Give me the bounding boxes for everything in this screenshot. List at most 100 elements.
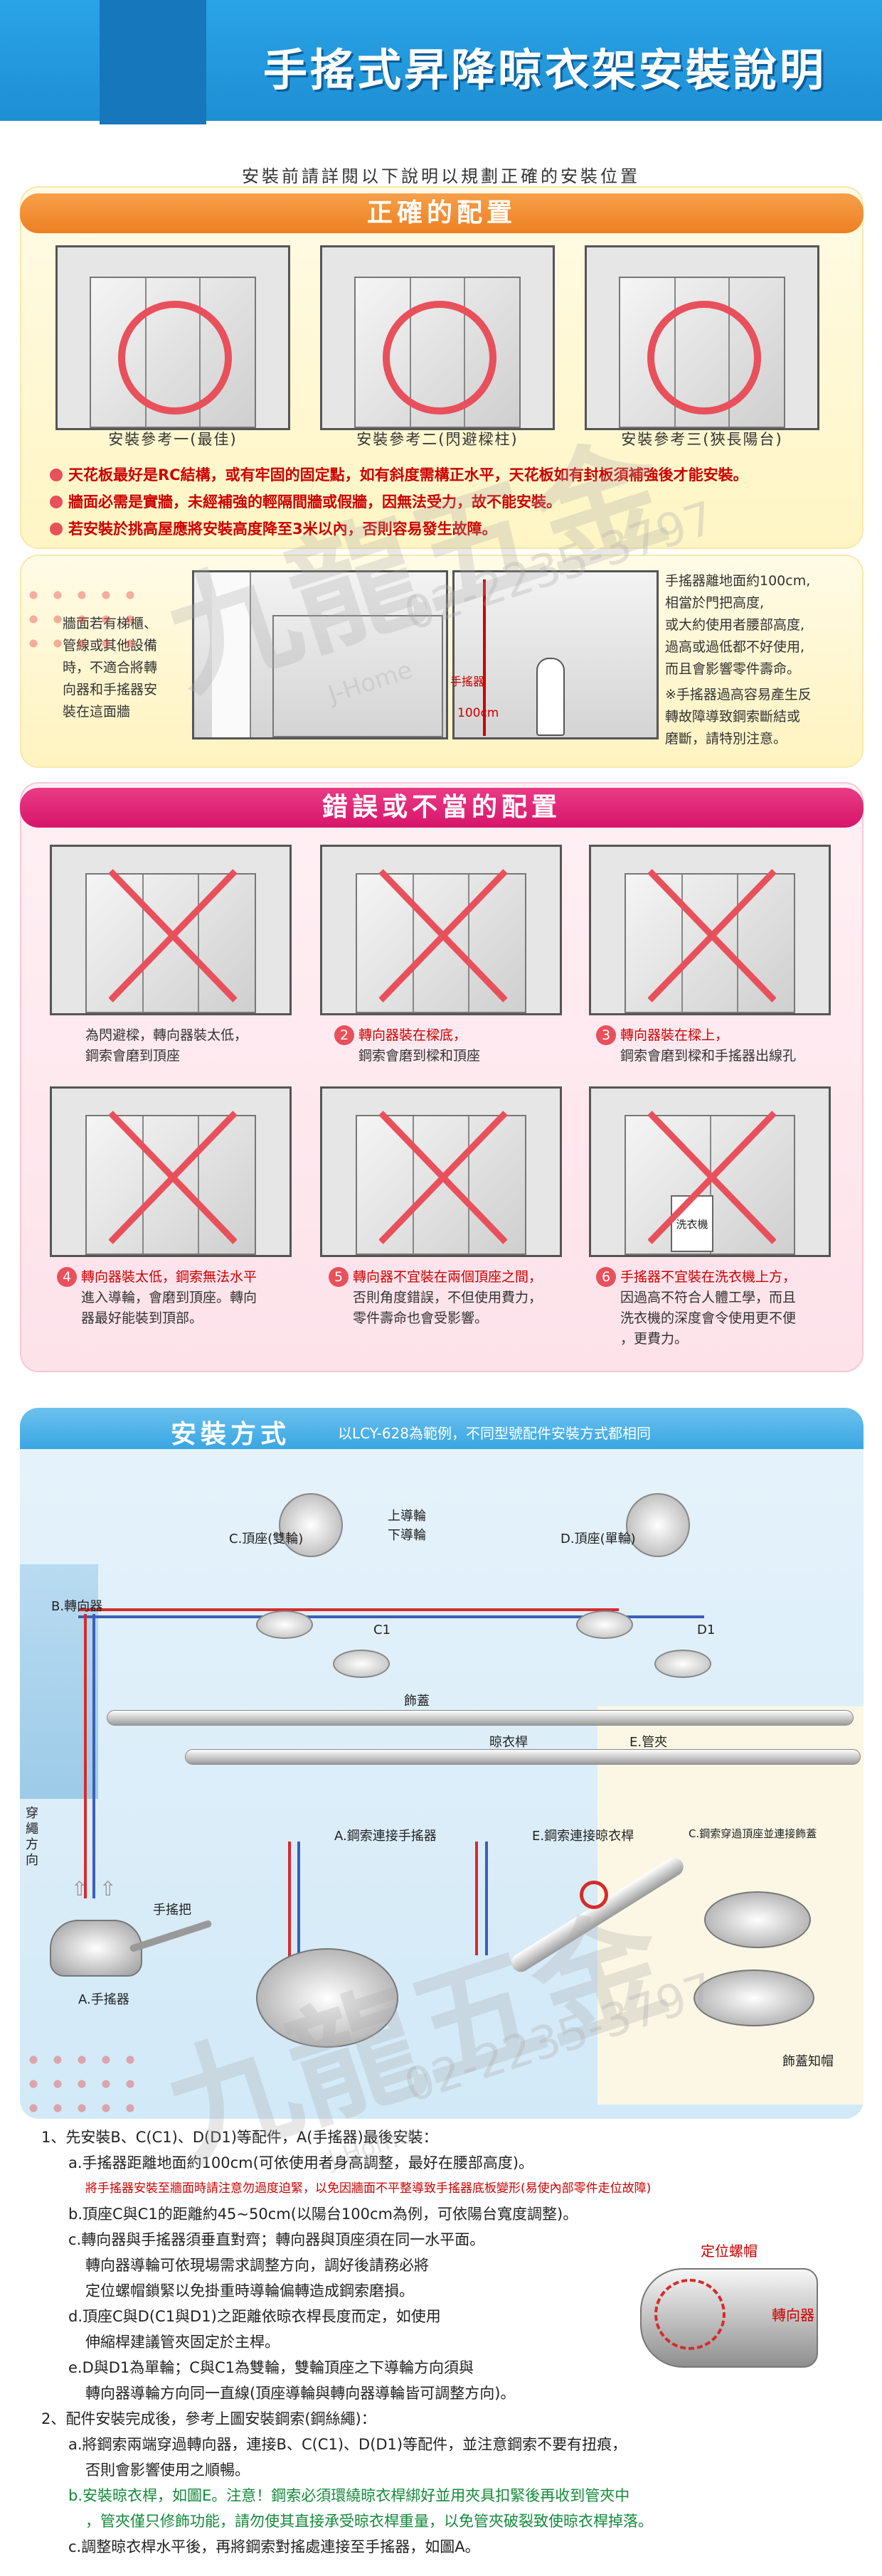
install-step-line: b.頂座C與C1的距離約45~50cm(以陽台100cm為例，可依陽台寬度調整)… xyxy=(68,2206,578,2223)
correct-section-header: 正確的配置 xyxy=(20,193,864,233)
person-figure xyxy=(536,658,565,736)
crank-unit xyxy=(50,1920,142,1977)
install-step-line: 轉向器導輪方向同一直線(頂座導輪與轉向器導輪皆可調整方向)。 xyxy=(85,2385,516,2402)
arrow-up-icon: ⇧ xyxy=(100,1877,117,1901)
cable-red xyxy=(78,1608,619,1611)
label-locate-screw: 定位螺帽 xyxy=(701,2243,758,2260)
ok-circle-icon xyxy=(647,301,761,415)
wrong-x-icon xyxy=(648,1110,776,1245)
cap-closeup-top xyxy=(704,1891,811,1948)
drying-rod-lower xyxy=(185,1749,861,1765)
arrow-up-icon: ⇧ xyxy=(71,1877,88,1901)
caption-reference-3: 安裝參考三(狹長陽台) xyxy=(621,431,783,448)
label-upper-wheel: 上導輪 xyxy=(388,1509,426,1524)
install-header-note: 以LCY-628為範例，不同型號配件安裝方式都相同 xyxy=(338,1425,651,1442)
label-threading: 穿繩方向 xyxy=(26,1806,38,1868)
install-step-line: d.頂座C與D(C1與D1)之距離依晾衣桿長度而定，如使用 xyxy=(68,2308,441,2325)
install-step-line: 1、先安裝B、C(C1)、D(D1)等配件，A(手搖器)最後安裝： xyxy=(41,2129,438,2146)
label-photo-c: C.鋼索穿過頂座並連接飾蓋 xyxy=(689,1827,817,1840)
install-step-line: 將手搖器安裝至牆面時請注意勿過度迫緊，以免因牆面不平整導致手搖器底板變形(易使內… xyxy=(85,2181,652,2196)
label-decor-cap-nut: 飾蓋知帽 xyxy=(782,2054,834,2069)
wrong-room-2 xyxy=(320,845,562,1015)
label-b-turner: B.轉向器 xyxy=(51,1599,103,1614)
watermark-dots xyxy=(21,2048,142,2126)
wall-cabinet-illustration xyxy=(192,570,448,739)
bullet-dot-icon xyxy=(50,523,63,535)
install-step-line: ，管夾僅只修飾功能，請勿使其直接承受晾衣桿重量，以免管夾破裂致使晾衣桿掉落。 xyxy=(85,2513,653,2530)
page-title: 手搖式昇降晾衣架安裝說明 xyxy=(263,44,827,96)
cable-blue xyxy=(78,1615,704,1618)
mount-d1 xyxy=(654,1650,711,1678)
washing-machine: 洗衣機 xyxy=(671,1195,713,1252)
install-step-line: b.安裝晾衣桿，如圖E。注意！鋼索必須環繞晾衣桿綁好並用夾具扣緊後再收到管夾中 xyxy=(68,2487,630,2504)
page-subtitle: 安裝前請詳閱以下說明以規劃正確的安裝位置 xyxy=(242,166,640,186)
install-step-line: c.轉向器與手搖器須垂直對齊；轉向器與頂座須在同一水平面。 xyxy=(68,2231,485,2248)
install-step-line: 定位螺帽鎖緊以免掛重時導輪偏轉造成鋼索磨損。 xyxy=(85,2282,414,2299)
install-step-line: e.D與D1為單輪；C與C1為雙輪，雙輪頂座之下導輪方向須與 xyxy=(68,2359,474,2376)
label-decor-cap: 飾蓋 xyxy=(404,1694,430,1709)
knot xyxy=(580,1881,608,1909)
cap-closeup-bottom xyxy=(694,1970,814,2026)
label-lower-wheel: 下導輪 xyxy=(388,1528,426,1543)
label-photo-a: A.鋼索連接手搖器 xyxy=(334,1829,437,1844)
wrong-room-1 xyxy=(50,845,292,1015)
note-crank-height: 手搖器離地面約100cm,相當於門把高度,或大約使用者腰部高度,過高或過低都不好… xyxy=(665,573,811,677)
label-turner-photo: 轉向器 xyxy=(772,2307,814,2324)
wrong-x-icon xyxy=(109,868,237,1003)
install-header-bar xyxy=(20,1408,864,1449)
bullet-wall: 牆面必需是實牆，未經補強的輕隔間牆或假牆，因無法受力，故不能安裝。 xyxy=(50,491,561,512)
label-d-mount: D.頂座(單輪) xyxy=(560,1532,636,1546)
mount-c1 xyxy=(333,1650,390,1678)
install-step-line: 伸縮桿建議管夾固定於主桿。 xyxy=(85,2334,280,2351)
wrong-x-icon xyxy=(109,1110,237,1245)
caption-reference-1: 安裝參考一(最佳) xyxy=(108,431,238,448)
note-crank-warning: ※手搖器過高容易產生反轉故障導致鋼索斷結或磨斷，請特別注意。 xyxy=(665,687,812,747)
header-accent-block xyxy=(100,0,206,124)
install-section-header: 安裝方式 xyxy=(171,1420,291,1449)
locate-screw-highlight xyxy=(654,2279,726,2350)
label-photo-e: E.鋼索連接晾衣桿 xyxy=(532,1829,634,1844)
room-reference-3 xyxy=(585,245,819,430)
height-100cm-label: 100cm xyxy=(457,706,499,720)
install-step-line: a.將鋼索兩端穿過轉向器，連接B、C(C1)、D(D1)等配件，並注意鋼索不要有… xyxy=(68,2436,627,2453)
label-c1: C1 xyxy=(373,1623,391,1637)
drying-rod-upper xyxy=(107,1710,854,1726)
d-mount-detail xyxy=(626,1493,690,1557)
wrong-room-6: 洗衣機 xyxy=(589,1086,831,1257)
mount-d xyxy=(576,1610,633,1639)
watermark-dots xyxy=(21,583,142,661)
room-reference-1 xyxy=(55,245,290,430)
install-step-line: 2、配件安裝完成後，參考上圖安裝鋼索(鋼絲繩)： xyxy=(41,2410,376,2427)
room-reference-2 xyxy=(320,245,555,430)
wrong-caption-1: 為閃避樑，轉向器裝太低，鋼索會磨到頂座 xyxy=(85,1027,248,1064)
mount-c xyxy=(256,1610,313,1639)
install-step-line: a.手搖器距離地面約100cm(可依使用者身高調整，最好在腰部高度)。 xyxy=(68,2154,534,2171)
bullet-height: 若安裝於挑高屋應將安裝高度降至3米以內，否則容易發生故障。 xyxy=(50,518,497,539)
crank-closeup xyxy=(256,1948,398,2048)
caption-reference-2: 安裝參考二(閃避樑柱) xyxy=(356,431,519,448)
bullet-dot-icon xyxy=(50,496,63,508)
c-mount-detail xyxy=(279,1493,343,1557)
label-a-crank: A.手搖器 xyxy=(78,1992,129,2007)
wrong-x-icon xyxy=(648,868,776,1003)
ok-circle-icon xyxy=(383,301,496,415)
label-e-clamp: E.管夾 xyxy=(629,1735,668,1750)
label-rod: 晾衣桿 xyxy=(489,1735,528,1750)
install-step-line: 轉向器導輪可依現場需求調整方向，調好後請務必將 xyxy=(85,2257,429,2274)
wrong-room-4 xyxy=(50,1086,292,1257)
install-step-line: 否則會影響使用之順暢。 xyxy=(85,2462,250,2479)
wrong-x-icon xyxy=(379,1110,507,1245)
ok-circle-icon xyxy=(118,301,232,415)
bullet-ceiling: 天花板最好是RC結構，或有牢固的固定點，如有斜度需構正水平，天花板如有封板須補強… xyxy=(50,464,748,485)
wrong-section-header: 錯誤或不當的配置 xyxy=(20,788,864,828)
install-step-line: c.調整晾衣桿水平後，再將鋼索對搖處連接至手搖器，如圖A。 xyxy=(68,2538,480,2555)
crank-height-illustration: 手搖器 100cm xyxy=(450,570,659,739)
label-d1: D1 xyxy=(697,1623,716,1637)
